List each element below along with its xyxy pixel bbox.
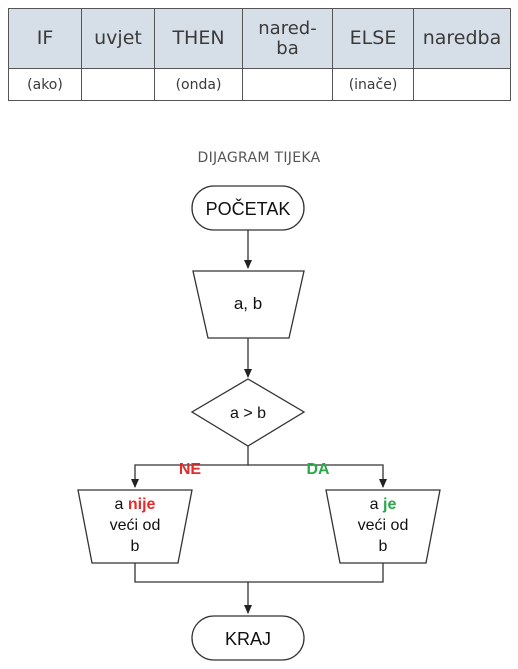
right-output-highlight: je bbox=[382, 496, 396, 513]
note-if: (ako) bbox=[8, 68, 82, 101]
left-output-node bbox=[77, 489, 193, 564]
left-output-prefix: a bbox=[115, 496, 128, 513]
connector-left-merge bbox=[134, 563, 248, 583]
table-header-row: IF uvjet THEN nared- ba ELSE naredba bbox=[8, 8, 511, 69]
connector-right-merge bbox=[248, 563, 384, 583]
left-output-line2: veći od bbox=[110, 517, 161, 534]
right-output-line3: b bbox=[379, 538, 388, 555]
table-translation-row: (ako) (onda) (inače) bbox=[8, 68, 511, 101]
connector-no-branch bbox=[131, 446, 249, 488]
right-output-node bbox=[325, 489, 441, 564]
no-branch-label: NE bbox=[179, 461, 202, 478]
start-terminal bbox=[191, 185, 305, 231]
note-then: (onda) bbox=[154, 68, 243, 101]
end-terminal bbox=[191, 615, 305, 661]
input-label: a, b bbox=[234, 294, 262, 313]
right-output-line2: veći od bbox=[358, 517, 409, 534]
yes-branch-label: DA bbox=[306, 461, 330, 478]
connector-yes-branch bbox=[248, 464, 387, 488]
condition-diamond bbox=[190, 378, 306, 447]
start-label: POČETAK bbox=[206, 198, 291, 219]
header-else: ELSE bbox=[332, 8, 414, 69]
note-condition bbox=[81, 68, 155, 101]
left-output-highlight: nije bbox=[128, 496, 156, 513]
note-statement-2 bbox=[413, 68, 511, 101]
condition-label: a > b bbox=[230, 405, 266, 422]
input-node bbox=[192, 270, 305, 339]
if-syntax-table: IF uvjet THEN nared- ba ELSE naredba (ak… bbox=[8, 8, 511, 101]
right-output-line1: a je bbox=[370, 496, 397, 513]
header-statement-1-part2: ba bbox=[276, 37, 299, 59]
right-output-prefix: a bbox=[370, 496, 383, 513]
left-output-line3: b bbox=[131, 538, 140, 555]
header-if: IF bbox=[8, 8, 82, 69]
end-label: KRAJ bbox=[225, 629, 271, 649]
left-output-line1: a nije bbox=[115, 496, 156, 513]
header-statement-1-part1: nared- bbox=[258, 17, 317, 39]
flowchart-title: DIJAGRAM TIJEKA bbox=[197, 150, 321, 166]
